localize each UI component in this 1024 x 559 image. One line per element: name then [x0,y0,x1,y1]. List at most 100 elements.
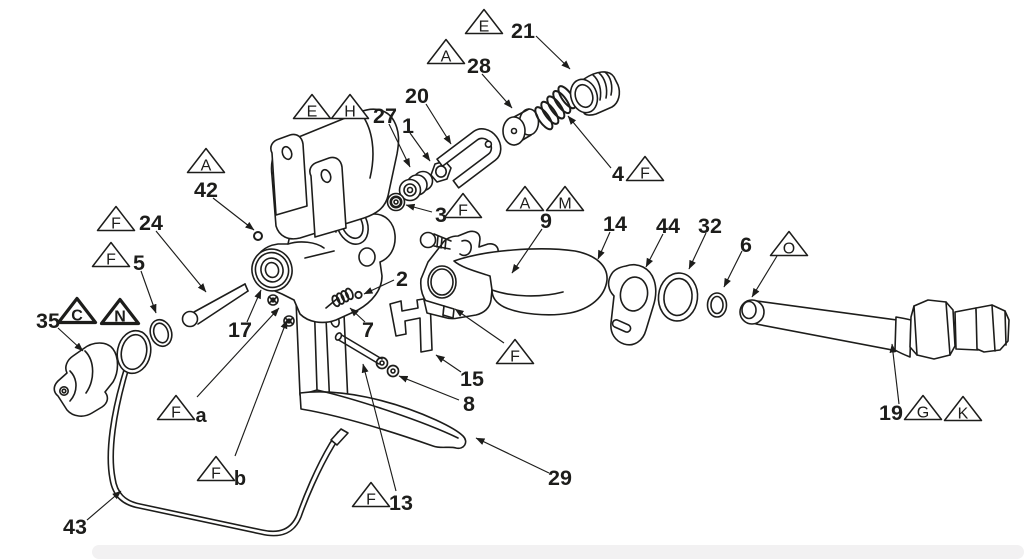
flag-e-shield: E [292,93,332,121]
part-cap [569,71,621,116]
leader-6 [723,250,743,288]
leader-14 [597,231,611,260]
part-oring-32 [657,272,699,322]
part-spring-7 [331,287,354,308]
flag-f-b: F [196,455,236,483]
part-oring-5 [149,318,173,348]
part-pivot-pin [334,332,400,378]
callout-17: 17 [228,318,252,342]
leader-flag-o [751,255,778,298]
leader-lines [57,35,900,521]
leader-43 [86,490,122,521]
callout-7: 7 [362,318,374,342]
leader-28 [481,73,513,109]
flag-c-nozzle: C [56,296,98,325]
callout-20: 20 [405,84,429,108]
flag-letter: E [479,19,490,36]
flag-letter: F [366,492,376,509]
callout-19: 19 [879,401,903,425]
flag-letter: F [111,216,121,233]
flag-letter: F [510,349,520,366]
leader-17 [246,289,262,323]
part-fluid-tube [739,299,1010,360]
flag-o-tube: O [769,230,809,258]
part-gun-body [251,188,396,324]
leader-24 [155,230,207,293]
part-bearing [386,192,406,212]
flag-a-ball: A [186,147,226,175]
leader-4 [567,115,612,169]
leader-flag-fb [234,319,288,457]
callout-27: 27 [373,104,397,128]
flag-m-screw: M [545,185,585,213]
part-ball-2 [354,290,363,300]
part-gasket [607,264,657,346]
callout-4: 4 [612,162,624,186]
flag-n-nozzle: N [99,297,141,326]
leader-2 [363,279,395,295]
flag-letter: A [520,196,531,213]
callout-44: 44 [656,214,680,238]
flag-letter: A [201,158,212,175]
flags: E A E H F F A F F C N A M O F F F F G K [56,8,983,509]
leader-27 [388,123,411,168]
part-packing-nut [398,170,434,202]
flag-g-tube: G [903,394,943,422]
part-trigger [294,288,467,450]
callout-b: b [234,468,246,490]
flag-e-cap: E [464,8,504,36]
flag-f-a: F [156,394,196,422]
callout-3: 3 [435,203,447,227]
callout-32: 32 [698,214,722,238]
callout-1: 1 [402,114,414,138]
part-shield [270,108,400,240]
flag-a-piston: A [426,38,466,66]
callout-6: 6 [740,233,752,257]
leader-35 [57,327,84,352]
part-fork [436,128,502,189]
callout-5: 5 [133,251,145,275]
flag-letter: K [958,406,969,423]
callout-42: 42 [194,178,218,202]
callout-28: 28 [467,54,491,78]
flag-letter: F [211,466,221,483]
leader-8 [398,375,460,401]
flag-k-tube: K [943,395,983,423]
callout-15: 15 [460,367,484,391]
part-ball-42 [253,231,263,241]
flag-letter: C [71,308,83,325]
flag-f-stud: F [495,338,535,366]
leader-42 [212,197,255,231]
flag-letter: M [558,196,571,213]
callout-labels: 21 28 20 1 27 4 3 42 24 5 35 17 2 7 9 14… [36,19,903,539]
flag-letter: O [783,241,795,258]
part-nut [430,160,452,183]
part-pivot-clips [267,294,295,327]
page-edge-shadow [92,545,1024,559]
leader-32 [688,232,707,270]
callout-9: 9 [540,209,552,233]
callout-14: 14 [603,212,627,236]
callout-24: 24 [139,211,163,235]
leader-20 [425,103,452,145]
flag-letter: F [171,405,181,422]
part-piston [502,108,540,146]
flag-letter: F [640,166,650,183]
part-pin-24 [181,283,249,328]
callout-35: 35 [36,309,60,333]
leader-flag-f-stud [454,308,505,344]
leader-9 [511,228,543,274]
callout-29: 29 [548,466,572,490]
flag-f-spring: F [625,155,665,183]
flag-letter: N [114,309,126,326]
leader-3 [405,203,433,213]
leader-flag-fa [196,307,280,398]
flag-f-13: F [351,481,391,509]
flag-letter: E [307,104,318,121]
flag-h-shield: H [330,93,370,121]
flag-a-screw: A [505,185,545,213]
flag-f-oring5: F [91,241,131,269]
leader-1 [409,132,431,162]
